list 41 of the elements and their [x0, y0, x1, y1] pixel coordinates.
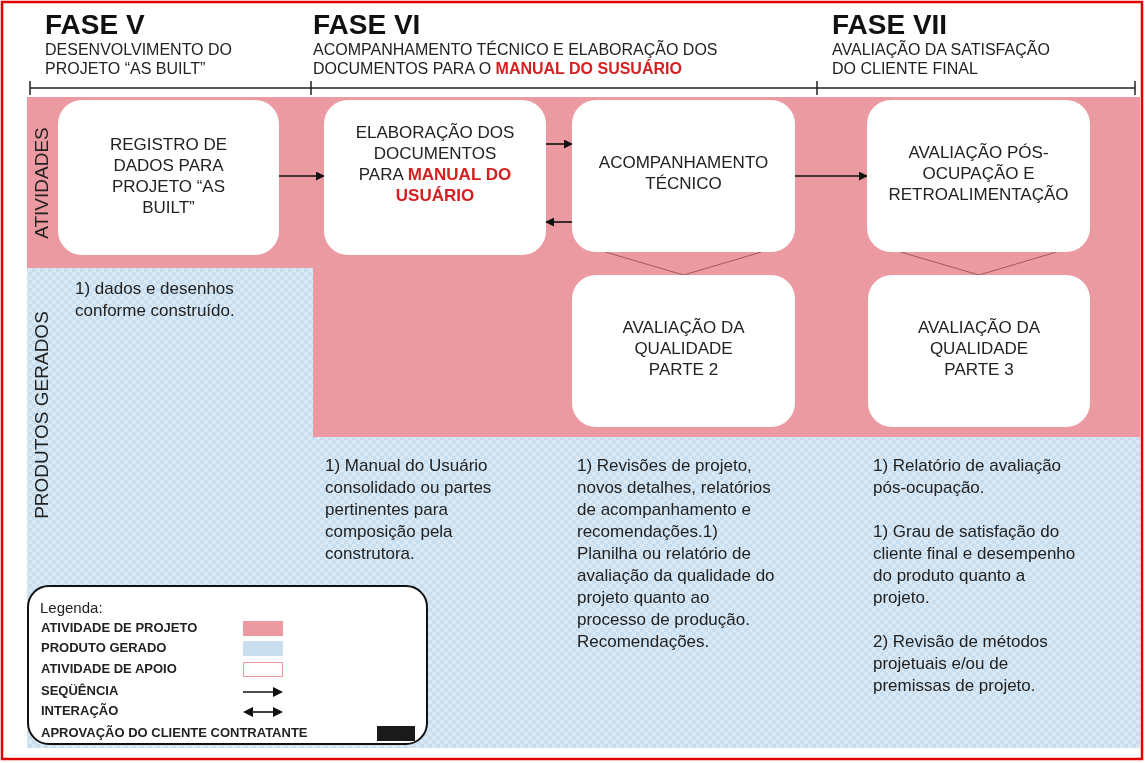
- band-label: ATIVIDADES: [31, 127, 53, 239]
- product-text: 1) dados e desenhos conforme construído.: [75, 278, 236, 322]
- phase-subtitle: AVALIAÇÃO DA SATISFAÇÃO DO CLIENTE FINAL: [832, 40, 1051, 78]
- legend-label: APROVAÇÃO DO CLIENTE CONTRATANTE: [41, 725, 308, 740]
- arrow: [545, 217, 573, 227]
- box-label: AVALIAÇÃO DA QUALIDADE PARTE 3: [916, 317, 1042, 380]
- activity-box: [324, 100, 546, 255]
- legend-label: PRODUTO GERADO: [41, 640, 167, 655]
- activity-box: [867, 100, 1090, 252]
- legend-label: INTERAÇÃO: [41, 703, 119, 718]
- connector-line: [604, 251, 684, 276]
- legend-label: SEQÜÊNCIA: [41, 683, 119, 698]
- phase-title: FASE VII: [832, 10, 948, 40]
- legend-label: ATIVIDADE DE PROJETO: [41, 620, 198, 635]
- product-text: 1) Manual do Usuário consolidado ou partes pertinentes para composição pela construtora.: [325, 455, 493, 565]
- box-label: ACOMPANHAMENTO TÉCNICO: [597, 152, 770, 194]
- legend-label: ATIVIDADE DE APOIO: [41, 661, 177, 676]
- arrow: [794, 171, 868, 181]
- product-text: 1) Grau de satisfação do cliente final e desempenho do produto quanto a projeto.: [873, 521, 1077, 609]
- box-label: REGISTRO DE DADOS PARA PROJETO “AS BUILT”: [109, 134, 228, 218]
- phase-title: FASE VI: [313, 10, 421, 40]
- arrow: [545, 139, 573, 149]
- product-text: 1) Relatório de avaliação pós-ocupação.: [873, 455, 1063, 499]
- product-text: 2) Revisão de métodos projetuais e/ou de premissas de projeto.: [873, 631, 1049, 697]
- activity-box: [572, 100, 795, 252]
- band-label: PRODUTOS GERADOS: [31, 311, 53, 519]
- phase-subtitle: DESENVOLVIMENTO DO PROJETO “AS BUILT”: [45, 40, 233, 78]
- legend-title: Legenda:: [40, 598, 103, 618]
- arrow: [278, 171, 325, 181]
- phase-subtitle: ACOMPANHAMENTO TÉCNICO E ELABORAÇÃO DOS DOCUMENTOS PARA O MANUAL DO SUSUÁRIO: [313, 40, 719, 78]
- connector-line: [899, 251, 980, 276]
- connector-line: [683, 251, 763, 276]
- connector-line: [978, 251, 1058, 276]
- activity-box: [58, 100, 279, 255]
- box-label: AVALIAÇÃO DA QUALIDADE PARTE 2: [621, 317, 746, 380]
- phase-title: FASE V: [45, 10, 145, 40]
- activity-box: [868, 275, 1090, 427]
- activity-box: [572, 275, 795, 427]
- box-label: ELABORAÇÃO DOS DOCUMENTOS PARA MANUAL DO USUÁRIO: [354, 122, 516, 206]
- product-text: 1) Revisões de projeto, novos detalhes, relatórios de acompanhamento e recomendações.1) Planilha ou relatório de avaliação da qualidade do projeto quanto ao processo de produção. Recomendações.: [577, 455, 776, 653]
- box-label: AVALIAÇÃO PÓS-OCUPAÇÃO E RETROALIMENTAÇÃO: [887, 142, 1070, 205]
